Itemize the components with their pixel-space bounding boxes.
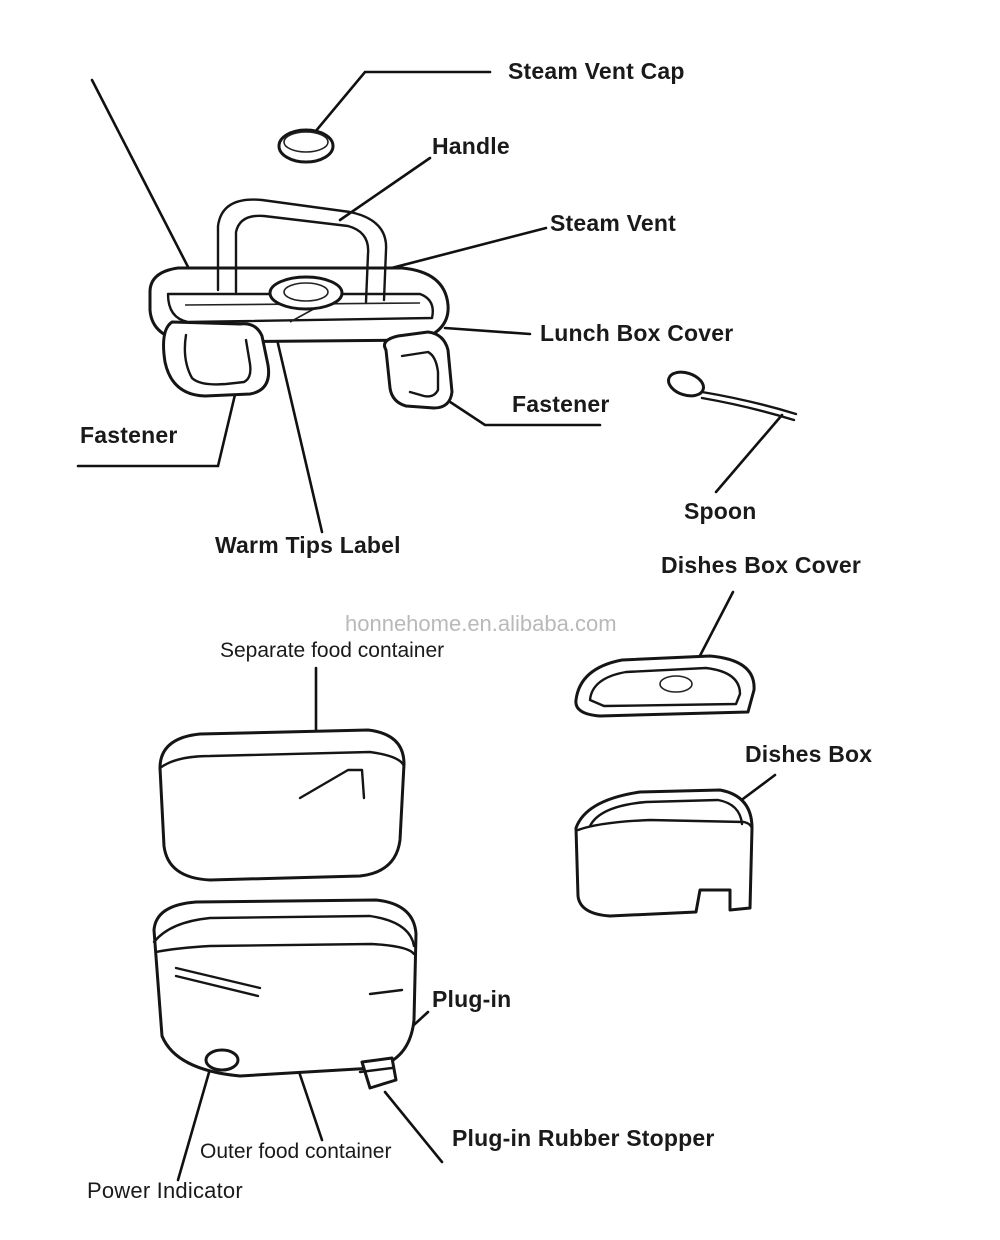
separate-food-container-part bbox=[158, 728, 406, 882]
label-fastener-right: Fastener bbox=[512, 391, 610, 417]
label-steam-vent: Steam Vent bbox=[550, 210, 676, 236]
leader-power-indicator bbox=[176, 1060, 214, 1182]
label-plug-in: Plug-in bbox=[432, 986, 512, 1012]
label-fastener-left: Fastener bbox=[80, 422, 178, 448]
leader-rubber-stopper bbox=[383, 1090, 444, 1164]
label-outer-food-container: Outer food container bbox=[200, 1140, 392, 1163]
lunch-box-cover-part bbox=[148, 198, 450, 344]
label-power-indicator: Power Indicator bbox=[87, 1178, 243, 1203]
leader-fastener-left bbox=[76, 380, 240, 468]
label-plug-in-rubber-stopper: Plug-in Rubber Stopper bbox=[452, 1125, 715, 1151]
label-handle: Handle bbox=[432, 133, 510, 159]
leader-warm-tips-far bbox=[90, 78, 207, 302]
dishes-box-cover-part bbox=[574, 654, 756, 718]
label-lunch-box-cover: Lunch Box Cover bbox=[540, 320, 734, 346]
label-warm-tips-label: Warm Tips Label bbox=[215, 532, 401, 558]
outer-food-container-part bbox=[152, 898, 418, 1090]
leader-warm-tips-label bbox=[270, 316, 324, 534]
steam-vent-cap-part bbox=[277, 128, 335, 164]
label-dishes-box: Dishes Box bbox=[745, 741, 873, 767]
leader-steam-vent-cap bbox=[308, 70, 492, 140]
spoon-part bbox=[667, 370, 798, 422]
label-spoon: Spoon bbox=[684, 498, 757, 524]
watermark: honnehome.en.alibaba.com bbox=[345, 611, 617, 636]
fastener-left-part bbox=[162, 320, 271, 398]
label-steam-vent-cap: Steam Vent Cap bbox=[508, 58, 685, 84]
label-separate-food-container: Separate food container bbox=[220, 639, 445, 662]
leader-lunch-box-cover bbox=[443, 326, 532, 336]
fastener-right-part bbox=[383, 330, 454, 410]
dishes-box-part bbox=[574, 788, 754, 918]
leader-handle bbox=[338, 156, 432, 222]
label-dishes-box-cover: Dishes Box Cover bbox=[661, 552, 862, 578]
leader-spoon bbox=[714, 413, 784, 494]
